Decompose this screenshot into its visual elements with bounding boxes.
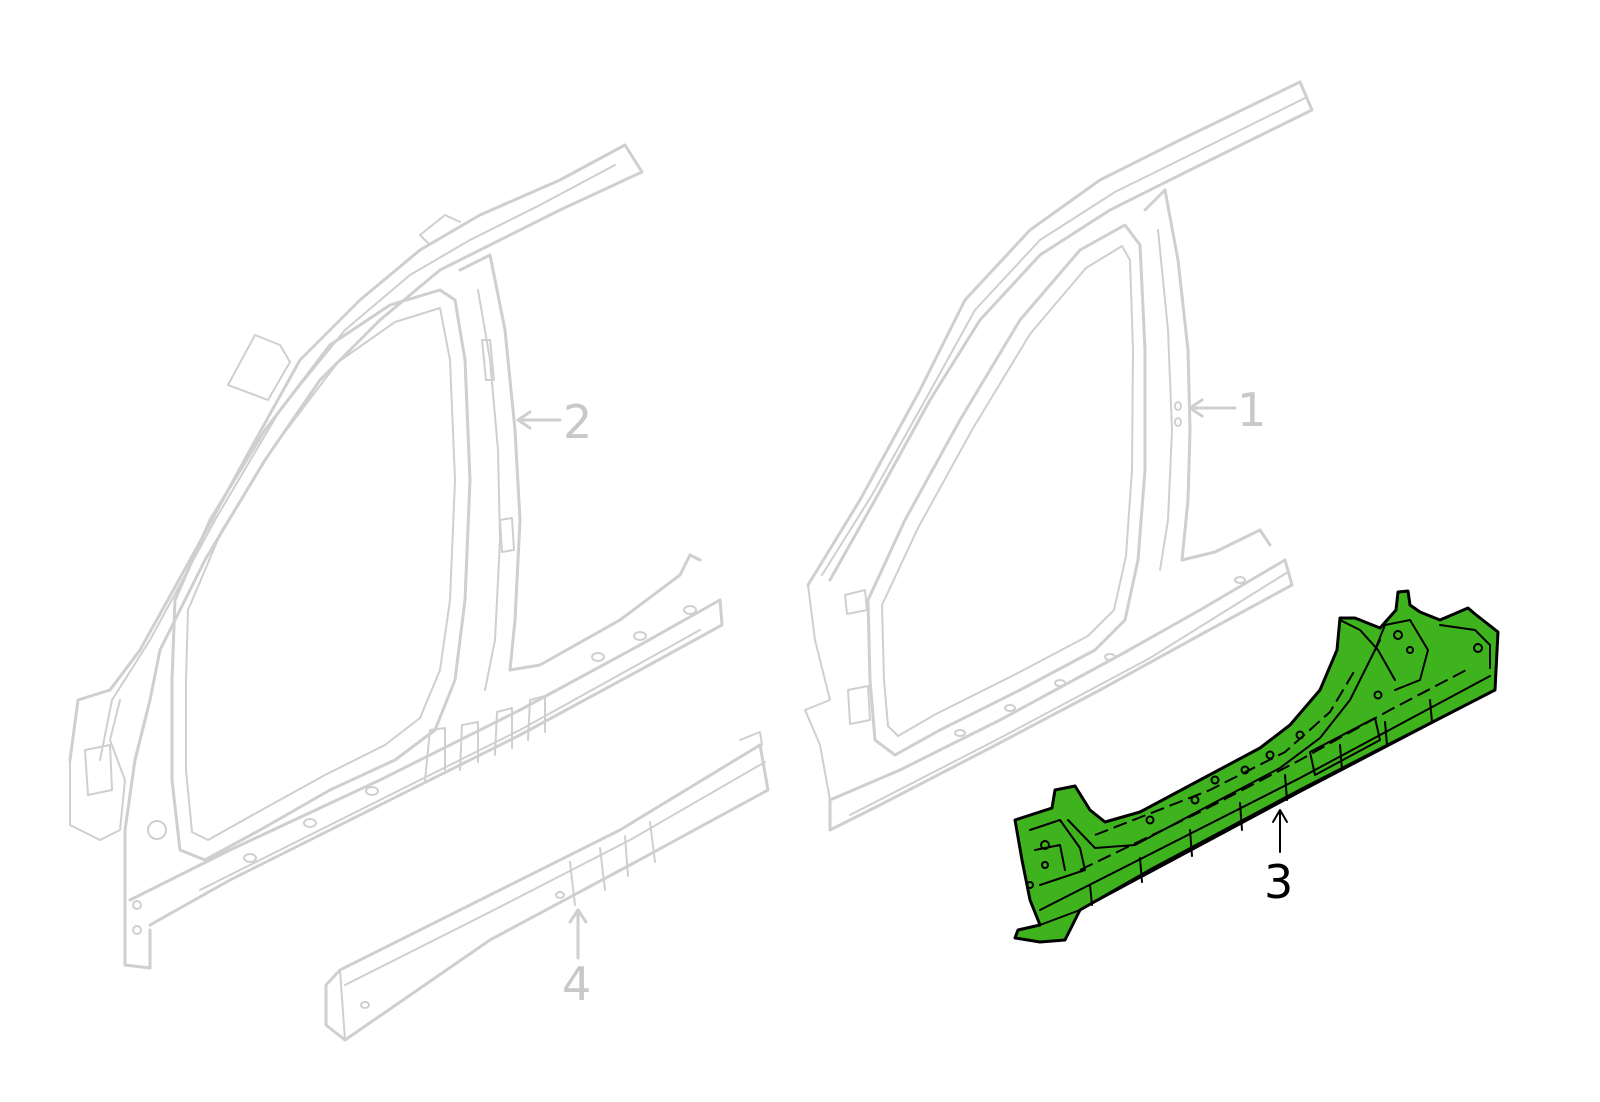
callout-1-label: 1 [1237,383,1266,437]
callout-4[interactable]: 4 [562,908,591,1011]
callout-3[interactable]: 3 [1264,809,1293,909]
part-3-rocker-panel[interactable] [1013,589,1500,944]
callout-3-arrow-icon [1272,809,1288,853]
part-1-side-panel-inner [804,80,1314,832]
callout-2-label: 2 [563,395,592,449]
part-4-sill-reinforcement [324,731,770,1042]
part-2-side-panel-outer [68,143,724,970]
callout-3-label: 3 [1264,855,1293,909]
callout-4-arrow-icon [568,908,588,960]
callout-1[interactable]: 1 [1188,383,1266,437]
callout-2-arrow-icon [516,410,562,430]
rocker-body [1013,589,1500,944]
callout-1-arrow-icon [1188,398,1237,418]
callout-4-label: 4 [562,957,591,1011]
callout-2[interactable]: 2 [516,395,592,449]
